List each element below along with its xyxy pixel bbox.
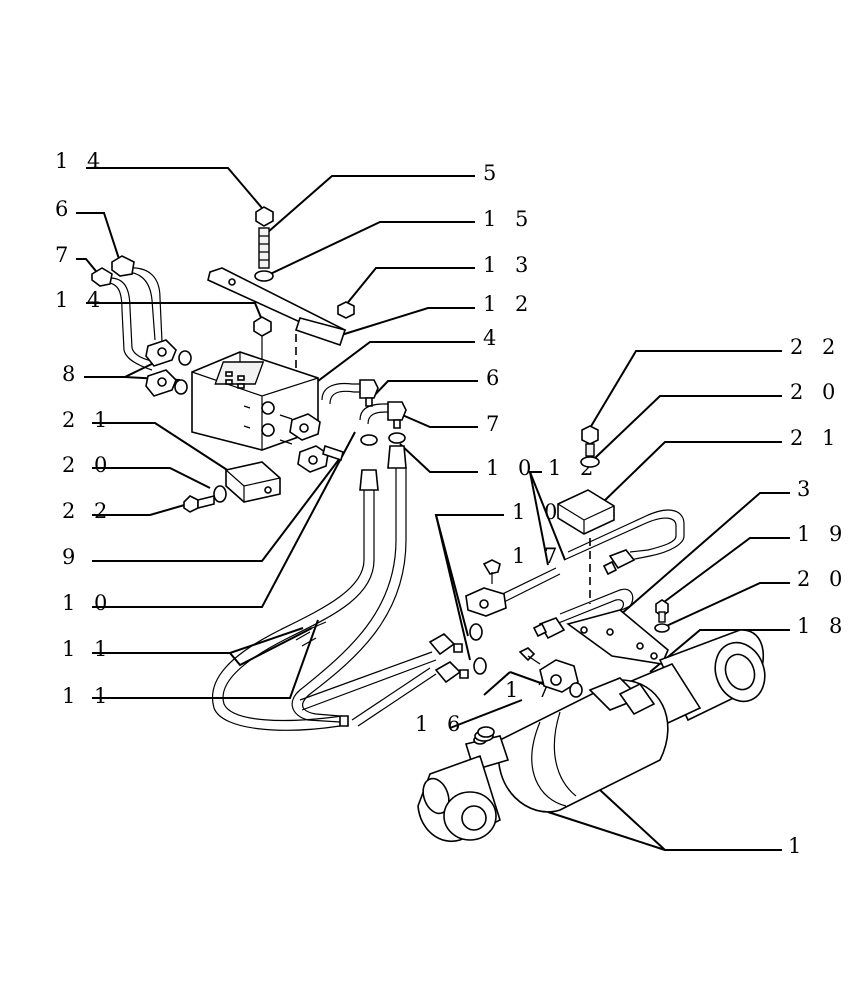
stud-nut-stack <box>254 206 274 282</box>
callout-11-top: 1 1 <box>62 637 113 661</box>
callout-20-lower: 2 0 <box>797 567 848 591</box>
callout-10-left: 1 0 <box>62 591 113 615</box>
bolt-washer-right <box>580 425 600 468</box>
callout-19: 1 9 <box>797 522 848 546</box>
callout-labels: 1 4 5 6 1 5 7 1 3 1 4 1 2 4 2 2 8 6 2 0 … <box>55 149 848 858</box>
cylinder-port-flange <box>518 647 583 698</box>
callout-16: 1 6 <box>415 712 466 736</box>
callout-6-right: 6 <box>486 366 505 390</box>
callout-10-mid: 1 0 <box>486 456 537 480</box>
hose-assembly <box>212 445 469 731</box>
callout-20-right: 2 0 <box>790 380 841 404</box>
callout-7-left: 7 <box>55 243 74 267</box>
elbow-fittings <box>321 379 407 446</box>
callout-6-left: 6 <box>55 197 74 221</box>
clamp-left <box>183 461 281 513</box>
callout-17-top: 1 7 <box>512 544 563 568</box>
callout-18: 1 8 <box>797 614 848 638</box>
callout-7-right: 7 <box>486 412 505 436</box>
callout-1: 1 <box>788 834 807 858</box>
callout-22-left: 2 2 <box>62 499 113 523</box>
callout-5: 5 <box>483 161 502 185</box>
callout-4: 4 <box>483 326 502 350</box>
callout-12-top: 1 2 <box>483 292 534 316</box>
callout-15: 1 5 <box>483 207 534 231</box>
callout-11-bottom: 1 1 <box>62 684 113 708</box>
callout-13: 1 3 <box>483 253 534 277</box>
hydraulic-cylinder <box>417 629 766 843</box>
callout-8: 8 <box>62 362 81 386</box>
callout-22-right: 2 2 <box>790 335 841 359</box>
callout-3: 3 <box>797 477 816 501</box>
parts <box>91 206 766 843</box>
callout-21-right: 2 1 <box>790 426 841 450</box>
callout-14-mid: 1 4 <box>55 288 106 312</box>
callout-14-top: 1 4 <box>55 149 106 173</box>
valve-port-fittings <box>279 413 344 473</box>
clamp-right-and-tube <box>557 489 685 604</box>
mid-elbow <box>465 559 561 675</box>
callout-9: 9 <box>62 545 81 569</box>
callout-20-left: 2 0 <box>62 453 113 477</box>
leader-lines <box>76 167 790 851</box>
control-valve-block <box>191 351 319 451</box>
nut-14-mid <box>253 316 272 337</box>
flange-set <box>145 339 192 397</box>
bolt-washer-lower <box>654 599 670 633</box>
pipe-and-plate <box>532 588 669 665</box>
callout-21-left: 2 1 <box>62 408 113 432</box>
pipe-assembly-left <box>91 255 163 371</box>
